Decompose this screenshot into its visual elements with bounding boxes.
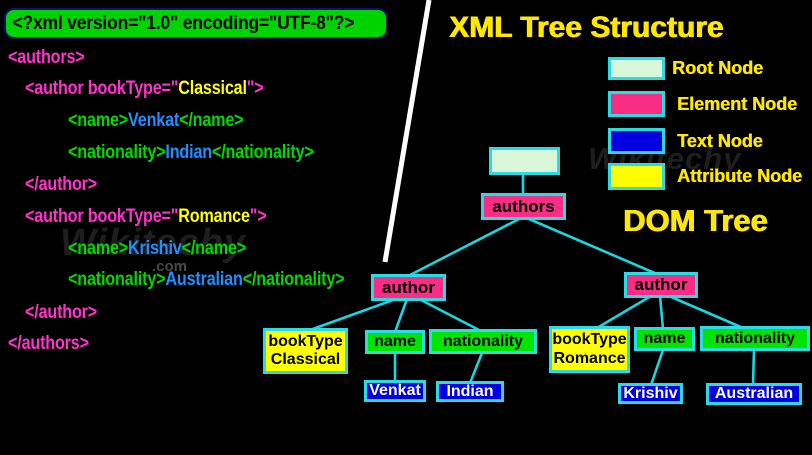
- attr-value-classical: Classical: [178, 78, 247, 99]
- tag-author-open: <author bookType=": [25, 78, 179, 99]
- edge-authors-author-left: [409, 217, 520, 277]
- code-line-author1-close: </author>: [25, 173, 110, 197]
- tag-close-bracket: ">: [249, 206, 267, 227]
- edge-authorL-nationality: [418, 297, 482, 333]
- tag-nationality-close: </nationality>: [242, 269, 345, 290]
- legend-swatch-text-node: [608, 128, 665, 154]
- value-indian: Indian: [165, 142, 212, 163]
- watermark-left: Wikitechy: [60, 222, 247, 264]
- code-line-name1: <name>Venkat</name>: [68, 109, 274, 133]
- edge-authorR-booktype: [596, 294, 652, 330]
- node-nationality-left: nationality: [429, 329, 537, 354]
- code-line-nationality2: <nationality>Australian</nationality>: [68, 268, 372, 293]
- code-line-authors-close: </authors>: [8, 332, 103, 356]
- tag-name-open: <name>: [68, 110, 129, 131]
- xml-declaration-box: <?xml version="1.0" encoding="UTF-8"?>: [4, 8, 388, 39]
- tag-authors-close: </authors>: [8, 333, 89, 354]
- booktype-label: bookType: [552, 331, 627, 349]
- value-krishiv: Krishiv: [128, 238, 182, 259]
- node-krishiv: Krishiv: [618, 383, 683, 404]
- edge-authorR-name: [658, 295, 665, 330]
- edge-nationalityL-indian: [468, 352, 484, 384]
- tag-author-open: <author bookType=": [25, 206, 179, 227]
- edge-authorR-nationality: [668, 294, 744, 330]
- value-australian: Australian: [165, 269, 243, 290]
- code-line-author2-close: </author>: [25, 301, 110, 325]
- node-indian: Indian: [436, 381, 504, 402]
- legend-swatch-element-node: [608, 91, 665, 117]
- tag-nationality-open: <nationality>: [68, 269, 166, 290]
- tag-close-bracket: ">: [246, 78, 264, 99]
- value-venkat: Venkat: [128, 110, 180, 131]
- xml-declaration-text: <?xml version="1.0" encoding="UTF-8"?>: [12, 12, 355, 34]
- edge-nameR-krishiv: [649, 349, 665, 386]
- node-australian: Australian: [706, 383, 802, 405]
- code-line-authors-open: <authors>: [8, 46, 98, 70]
- tag-authors-open: <authors>: [8, 47, 85, 68]
- legend-swatch-root-node: [608, 57, 665, 80]
- node-booktype-romance: bookType Romance: [549, 326, 630, 373]
- code-line-author2-open: <author bookType="Romance">: [25, 205, 309, 229]
- attr-value-romance: Romance: [178, 206, 250, 227]
- tag-name-close: </name>: [179, 110, 244, 131]
- legend-label-root-node: Root Node: [672, 58, 763, 78]
- node-nationality-right: nationality: [700, 326, 810, 351]
- node-name-right: name: [634, 327, 695, 351]
- page-title: XML Tree Structure: [449, 11, 724, 44]
- node-author-left: author: [371, 274, 446, 301]
- root-node-box: [489, 147, 560, 175]
- tag-name-open: <name>: [68, 238, 129, 259]
- booktype-value-classical: Classical: [270, 351, 341, 368]
- node-venkat: Venkat: [364, 380, 426, 402]
- code-line-author1-open: <author bookType="Classical">: [25, 77, 306, 101]
- booktype-value-romance: Romance: [553, 349, 626, 367]
- watermark-left-com: .com: [152, 258, 188, 275]
- legend-label-element-node: Element Node: [677, 93, 798, 114]
- divider-line: [382, 0, 432, 263]
- legend-label-text-node: Text Node: [677, 130, 763, 151]
- tag-name-close: </name>: [181, 238, 247, 259]
- tag-author-close: </author>: [25, 302, 98, 323]
- legend-swatch-attribute-node: [608, 163, 665, 190]
- edge-authorL-booktype: [309, 297, 397, 332]
- dom-tree-label: DOM Tree: [623, 203, 768, 238]
- node-authors: authors: [481, 193, 566, 220]
- legend-label-attribute-node: Attribute Node: [677, 166, 802, 186]
- tag-author-close: </author>: [25, 174, 98, 195]
- tag-nationality-close: </nationality>: [211, 142, 314, 163]
- edge-nationalityR-australian: [751, 349, 756, 386]
- booktype-label: bookType: [268, 332, 343, 350]
- edge-authorL-name: [393, 298, 409, 333]
- code-line-nationality1: <nationality>Indian</nationality>: [68, 141, 357, 165]
- node-name-left: name: [365, 330, 425, 354]
- code-line-name2: <name>Krishiv</name>: [68, 237, 277, 261]
- node-author-right: author: [624, 272, 698, 298]
- tag-nationality-open: <nationality>: [68, 142, 166, 163]
- node-booktype-classical: bookType Classical: [263, 328, 348, 374]
